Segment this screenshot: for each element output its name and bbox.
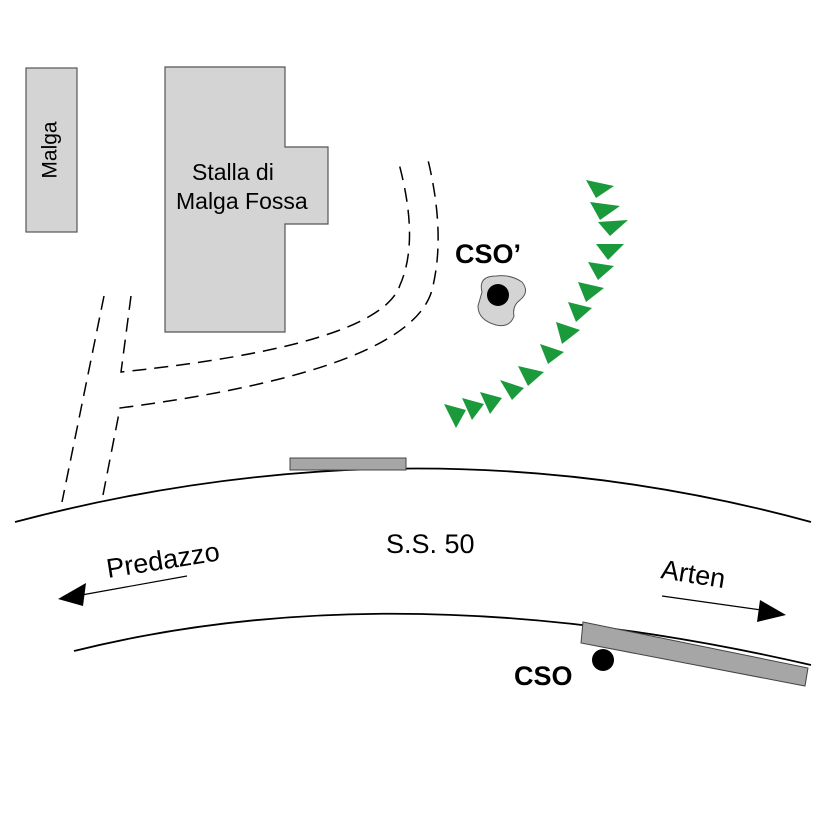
stalla-building bbox=[164, 66, 329, 333]
road-name-label: S.S. 50 bbox=[386, 529, 475, 559]
malga-building bbox=[25, 67, 78, 233]
dashed-track bbox=[61, 159, 439, 503]
arten-arrow-head-icon bbox=[757, 600, 786, 622]
malga-label: Malga bbox=[39, 121, 62, 179]
road-edge-south bbox=[73, 612, 812, 666]
stalla-label-line1: Stalla di bbox=[192, 159, 274, 185]
arten-arrow-line bbox=[661, 595, 769, 612]
predazzo-label: Predazzo bbox=[104, 536, 221, 583]
predazzo-arrow-head-icon bbox=[58, 583, 86, 606]
bridge-north bbox=[289, 457, 407, 471]
stalla-label-line2: Malga Fossa bbox=[176, 188, 308, 214]
bridge-south bbox=[580, 621, 809, 687]
cso-label: CSO bbox=[514, 661, 573, 691]
cso-prime-label: CSO’ bbox=[455, 239, 521, 269]
predazzo-arrow-line bbox=[75, 575, 188, 597]
cso-point-icon bbox=[592, 649, 614, 671]
embankment-slope-icon bbox=[444, 180, 628, 428]
arten-label: Arten bbox=[659, 554, 727, 594]
road-edge-north bbox=[14, 467, 812, 523]
cso-prime-point-icon bbox=[487, 284, 509, 306]
